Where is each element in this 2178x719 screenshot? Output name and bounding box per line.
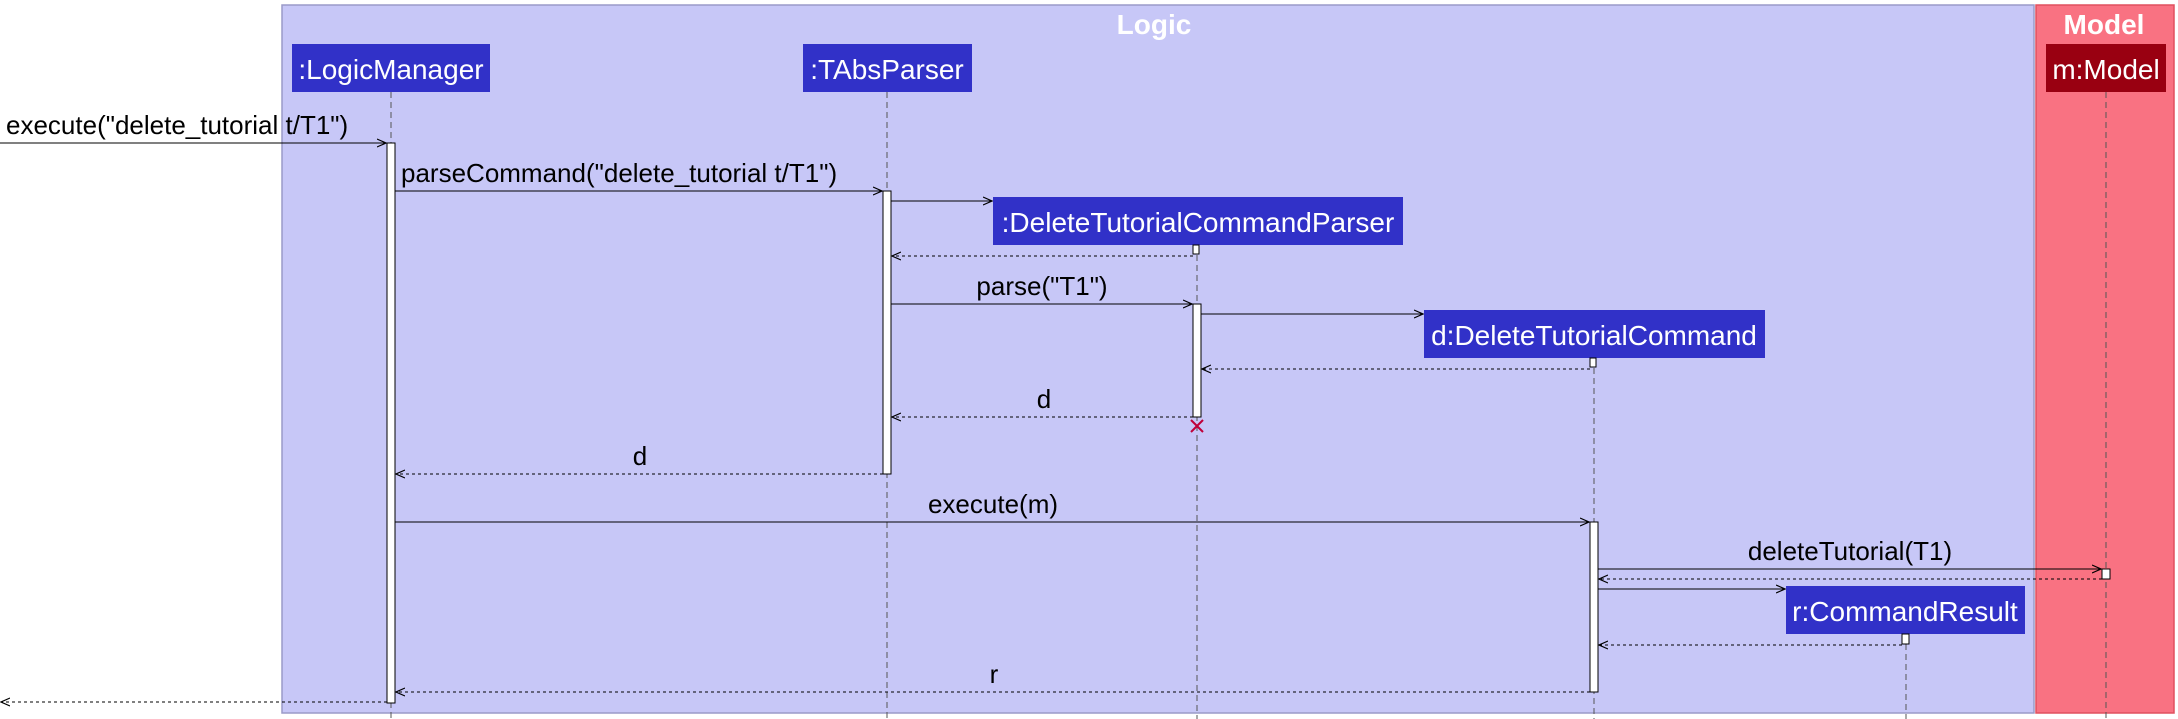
activation-dtc-parser-create bbox=[1192, 244, 1200, 255]
label-parse-command: parseCommand("delete_tutorial t/T1") bbox=[401, 158, 837, 188]
label-return-r: r bbox=[990, 659, 999, 689]
label-delete-tutorial: deleteTutorial(T1) bbox=[1748, 536, 1952, 566]
activation-model bbox=[2101, 568, 2111, 580]
participant-box bbox=[1786, 586, 2025, 634]
participant-label: m:Model bbox=[2052, 54, 2159, 85]
activation-dtc-parser-parse bbox=[1192, 303, 1202, 418]
activation-logic-manager bbox=[386, 142, 396, 704]
activation-command-result-create bbox=[1901, 633, 1910, 645]
label-execute-input: execute("delete_tutorial t/T1") bbox=[6, 110, 348, 140]
participant-tabs-parser: :TAbsParser bbox=[803, 44, 972, 92]
x-mark-icon bbox=[1190, 419, 1204, 433]
label-parse: parse("T1") bbox=[976, 271, 1107, 301]
participant-box bbox=[292, 44, 490, 92]
messages bbox=[0, 143, 2102, 702]
participant-label: :TAbsParser bbox=[810, 54, 964, 85]
participant-dtc-parser: :DeleteTutorialCommandParser bbox=[993, 197, 1403, 245]
participant-box bbox=[993, 197, 1403, 245]
logic-frame-title: Logic bbox=[1117, 9, 1192, 40]
logic-frame-box bbox=[281, 4, 2035, 714]
participant-label: :DeleteTutorialCommandParser bbox=[1002, 207, 1395, 238]
activation-tabs-parser bbox=[882, 190, 892, 475]
activation-dtc-create bbox=[1589, 357, 1597, 368]
participant-box bbox=[1424, 310, 1765, 358]
model-frame-title: Model bbox=[2064, 9, 2145, 40]
participant-label: r:CommandResult bbox=[1792, 596, 2018, 627]
participant-dtc: d:DeleteTutorialCommand bbox=[1424, 310, 1765, 358]
participant-box bbox=[2046, 44, 2166, 92]
participant-model: m:Model bbox=[2046, 44, 2166, 92]
participant-logic-manager: :LogicManager bbox=[292, 44, 490, 92]
logic-frame: Logic bbox=[281, 4, 2035, 714]
activation-dtc-execute bbox=[1589, 521, 1599, 693]
participant-box bbox=[803, 44, 972, 92]
label-return-d-to-manager: d bbox=[633, 441, 647, 471]
participant-label: :LogicManager bbox=[298, 54, 483, 85]
label-return-d-to-tabs: d bbox=[1037, 384, 1051, 414]
participant-command-result: r:CommandResult bbox=[1786, 586, 2025, 634]
model-frame-box bbox=[2035, 4, 2175, 714]
label-execute-m: execute(m) bbox=[928, 489, 1058, 519]
activations bbox=[386, 142, 2111, 704]
model-frame: Model bbox=[2035, 4, 2175, 714]
participant-label: d:DeleteTutorialCommand bbox=[1431, 320, 1757, 351]
